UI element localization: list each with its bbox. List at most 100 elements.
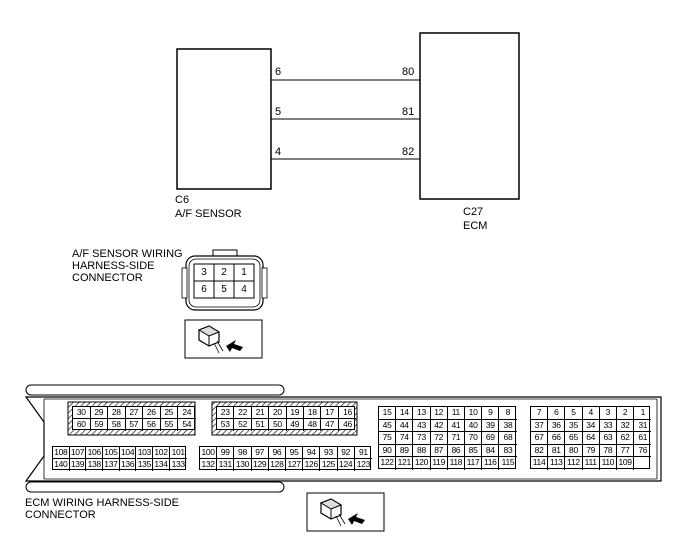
ecm-connector-pin: 23: [217, 407, 235, 419]
ecm-connector-pin: 39: [482, 419, 500, 433]
ecm-connector-pin: 49: [287, 419, 304, 431]
ecm-connector-pin: 76: [634, 445, 652, 458]
ecm-connector-pin: 117: [465, 457, 483, 470]
ecm-connector-pin: 112: [565, 457, 583, 470]
af-connector-label-line-2: HARNESS-SIDE: [72, 260, 155, 272]
ecm-connector-pin: 59: [91, 419, 108, 431]
ecm-connector-pin: 40: [465, 419, 483, 433]
ecm-connector-pin: 96: [268, 447, 286, 459]
ecm-connector-pin: 44: [396, 419, 414, 433]
af-sensor-pin-4: 4: [275, 146, 282, 158]
ecm-connector-pin: 77: [617, 444, 635, 458]
ecm-connector-pin: 126: [303, 459, 321, 471]
ecm-connector-pin: 133: [171, 459, 186, 469]
af-connector-label-line-1: A/F SENSOR WIRING: [72, 248, 183, 260]
ecm-connector-pin: 123: [356, 459, 371, 469]
ecm-connector-pin: 136: [120, 459, 137, 471]
ecm-connector-pin: 131: [217, 459, 235, 471]
ecm-connector-pin: 106: [86, 447, 104, 459]
connector-plug-icon: [197, 325, 224, 354]
ecm-connector-pin: 73: [413, 432, 431, 445]
ecm-box: [419, 32, 520, 200]
ecm-connector-pin: 60: [73, 419, 91, 431]
ecm-connector-pin: 45: [379, 419, 397, 433]
ecm-connector-pin: 79: [582, 444, 600, 458]
ecm-connector-pin: 66: [548, 432, 566, 445]
ecm-connector-pin: 51: [252, 419, 270, 431]
ecm-connector-pin: 64: [582, 432, 600, 445]
ecm-connector-pin: 48: [304, 419, 322, 431]
ecm-connector-pin: 19: [286, 407, 304, 419]
ecm-connector-pin: 120: [413, 457, 431, 470]
ecm-connector-pin: 85: [465, 444, 483, 458]
ecm-connector-pin: 8: [499, 407, 517, 420]
ecm-connector-pin: 29: [90, 407, 108, 419]
ecm-connector-pin: 47: [321, 419, 339, 431]
ecm-connector-pin: 13: [413, 407, 431, 420]
ecm-connector-pin: 18: [304, 407, 322, 419]
ecm-connector-pin: 139: [70, 459, 87, 471]
ecm-connector-pin: 97: [251, 447, 269, 459]
ecm-connector-pin: 101: [169, 447, 187, 459]
ecm-connector-pin: 93: [320, 447, 338, 459]
ecm-name: ECM: [463, 220, 488, 232]
ecm-connector-pin: 138: [86, 459, 104, 471]
ecm-connector-pin: 53: [217, 419, 235, 431]
ecm-connector-pin: 1: [634, 407, 652, 420]
ecm-connector-pin: 22: [234, 407, 252, 419]
ecm-connector-pin: 36: [548, 419, 566, 433]
insertion-arrow-icon: [226, 340, 243, 352]
ecm-connector-pin: 46: [343, 419, 352, 429]
ecm-connector-pin: 71: [447, 432, 465, 445]
ecm-connector-pin: 137: [103, 459, 120, 471]
ecm-connector-pin: 140: [53, 459, 70, 471]
ecm-connector-pin: 69: [482, 432, 500, 445]
ecm-connector-pin: 20: [269, 407, 287, 419]
af-sensor-name: A/F SENSOR: [175, 208, 242, 220]
af-connector-pin: 1: [241, 267, 247, 278]
ecm-connector-pin: 15: [379, 407, 397, 420]
ecm-connector-pin: 10: [465, 407, 483, 420]
af-connector-pin: 2: [221, 267, 227, 278]
ecm-connector-pin: 33: [599, 419, 617, 433]
ecm-connector-pin: 111: [583, 457, 600, 470]
ecm-connector-pin: 58: [108, 419, 126, 431]
ecm-connector-pin: 107: [69, 447, 87, 459]
ecm-connector-pin: 34: [582, 419, 600, 433]
ecm-connector-pin: 83: [499, 445, 517, 458]
af-connector-pin: 4: [241, 284, 247, 295]
ecm-connector-pin: 74: [396, 432, 414, 445]
ecm-connector-pin: 37: [531, 419, 549, 433]
ecm-connector-pin: 81: [548, 444, 566, 458]
ecm-connector-pin: 134: [153, 459, 170, 471]
ecm-connector-pin: 67: [531, 432, 549, 445]
ecm-connector-pin: 25: [160, 407, 178, 419]
ecm-connector-pin: 7: [531, 407, 549, 420]
ecm-connector-pin: 4: [582, 407, 600, 420]
ecm-connector-pin: 130: [234, 459, 252, 471]
ecm-connector-pin: 56: [143, 419, 161, 431]
ecm-connector-pin: 105: [103, 447, 120, 459]
af-connector-face: [181, 249, 268, 311]
ecm-connector-pin: 2: [617, 407, 635, 420]
ecm-connector-pin: 129: [252, 459, 269, 471]
af-sensor-pin-6: 6: [275, 66, 282, 78]
ecm-connector-pin: 75: [379, 432, 397, 445]
ecm-connector-pin: 119: [431, 457, 448, 470]
ecm-connector-pin: 32: [617, 419, 635, 433]
ecm-connector-pin: 14: [396, 407, 414, 420]
ecm-connector-pin: 84: [482, 444, 500, 458]
ecm-connector-pin: 57: [126, 419, 143, 431]
af-connector-pin: 3: [201, 267, 207, 278]
ecm-connector-pin: 102: [153, 447, 170, 459]
ecm-connector-pin: 92: [337, 447, 355, 459]
ecm-connector-pin: 24: [178, 407, 196, 419]
ecm-connector-pin: 109: [617, 457, 635, 470]
af-sensor-box: [176, 48, 272, 190]
